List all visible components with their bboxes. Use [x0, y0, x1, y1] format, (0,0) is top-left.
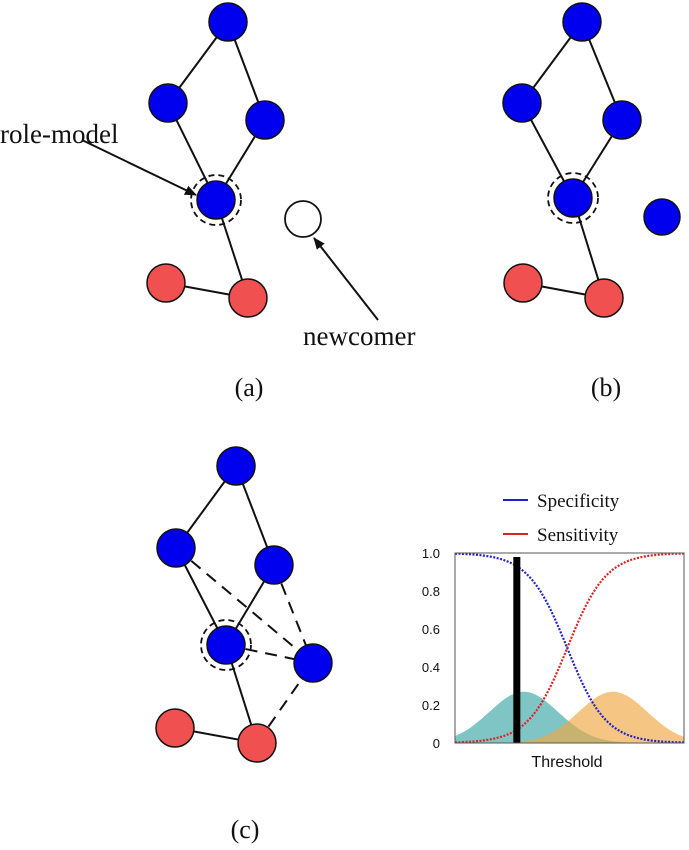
panel-a-edges	[165, 21, 266, 299]
y-tick-label: 0.2	[422, 698, 440, 713]
newcomer-node	[284, 200, 322, 238]
converted-newcomer-node	[643, 198, 681, 236]
blue-node	[208, 2, 248, 42]
panel-b: (b)	[502, 2, 681, 402]
role-model-arrow	[81, 139, 197, 196]
y-tick-label: 0.4	[422, 660, 440, 675]
red-node	[503, 263, 543, 303]
panel-c-label: (c)	[231, 815, 260, 844]
red-node	[155, 708, 195, 748]
role-model-node	[196, 180, 236, 220]
distribution-area	[455, 691, 684, 743]
panel-b-label: (b)	[591, 373, 621, 402]
role-model-highlight-ring	[547, 172, 599, 224]
plot-area	[455, 553, 684, 743]
blue-node	[245, 100, 285, 140]
y-tick-label: 0.6	[422, 622, 440, 637]
panel-a: role-model newcomer (a)	[0, 2, 415, 402]
blue-node	[562, 2, 602, 42]
red-node	[228, 278, 268, 318]
legend-label-specificity: Specificity	[537, 491, 620, 512]
chart-legend: Specificity Sensitivity	[503, 491, 620, 546]
x-axis-label: Threshold	[531, 754, 602, 771]
threshold-chart: Specificity Sensitivity 1.0 0.8 0.6 0.4 …	[422, 491, 685, 771]
role-model-highlight-ring	[190, 174, 242, 226]
y-ticks: 1.0 0.8 0.6 0.4 0.2 0	[422, 546, 440, 751]
newcomer-label: newcomer	[303, 321, 415, 351]
role-model-node	[206, 625, 246, 665]
red-node	[584, 278, 624, 318]
blue-node	[602, 100, 642, 140]
blue-node	[156, 528, 196, 568]
role-model-node	[553, 178, 593, 218]
blue-node	[148, 83, 188, 123]
panel-a-label: (a)	[235, 373, 264, 402]
plot-frame	[454, 552, 685, 744]
y-tick-label: 0.8	[422, 584, 440, 599]
dashed-edge	[225, 644, 314, 664]
red-node	[146, 263, 186, 303]
newcomer-arrow	[313, 237, 379, 321]
y-tick-label: 0	[433, 736, 440, 751]
red-node	[237, 723, 277, 763]
role-model-highlight-ring	[200, 619, 252, 671]
y-tick-label: 1.0	[422, 546, 440, 561]
dashed-edge	[175, 547, 314, 664]
blue-node	[502, 83, 542, 123]
blue-node	[216, 446, 256, 486]
distribution-area	[455, 691, 684, 743]
legend-label-sensitivity: Sensitivity	[537, 525, 619, 546]
panel-c-edges	[174, 465, 275, 744]
newcomer-connected-node	[293, 643, 333, 683]
panel-b-edges	[521, 21, 623, 299]
role-model-label: role-model	[0, 119, 118, 149]
panel-c: (c)	[155, 446, 333, 844]
blue-node	[254, 545, 294, 585]
